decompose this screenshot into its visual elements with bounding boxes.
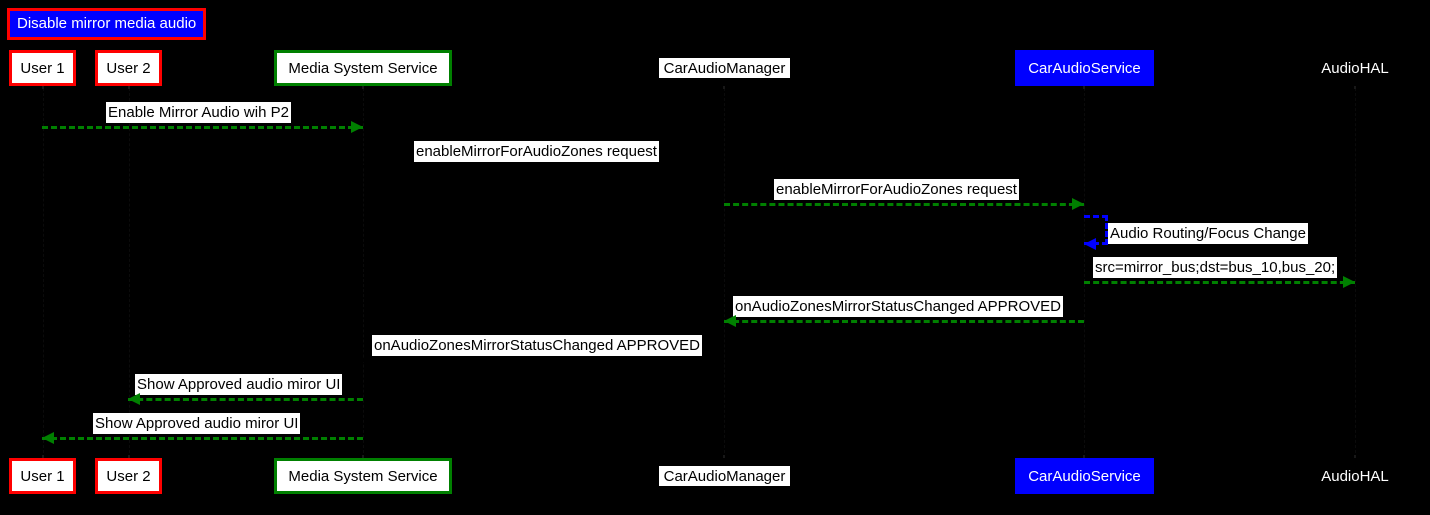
lifeline-carudiomanager bbox=[724, 88, 726, 458]
message-line-7 bbox=[363, 359, 724, 362]
lifeline-stub-audiohal bbox=[1354, 86, 1356, 89]
self-message-loop-4 bbox=[1084, 215, 1108, 245]
lifeline-stub-user1 bbox=[41, 455, 44, 458]
message-label-1: Enable Mirror Audio wih P2 bbox=[106, 102, 291, 123]
lifeline-stub-user2 bbox=[127, 455, 130, 458]
participant-label: User 1 bbox=[20, 59, 65, 77]
message-line-9 bbox=[42, 437, 363, 440]
participant-caraudioservice-header[interactable]: CarAudioService bbox=[1015, 50, 1154, 86]
message-line-2 bbox=[363, 165, 724, 168]
participant-label: Media System Service bbox=[288, 59, 438, 77]
lifeline-mediasystem bbox=[363, 88, 365, 458]
participant-mediasystem-header[interactable]: Media System Service bbox=[274, 50, 452, 86]
lifeline-audiohal bbox=[1355, 88, 1357, 458]
participant-label: AudioHAL bbox=[1321, 59, 1389, 77]
participant-label: Media System Service bbox=[288, 467, 438, 485]
participant-carudiomanager-footer[interactable]: CarAudioManager bbox=[659, 466, 790, 486]
lifeline-stub-carudiomanager bbox=[723, 86, 725, 89]
message-arrowhead-8 bbox=[128, 393, 140, 405]
lifeline-user2 bbox=[128, 88, 131, 458]
lifeline-stub-mediasystem bbox=[362, 455, 364, 458]
message-line-8 bbox=[128, 398, 363, 401]
message-arrowhead-5 bbox=[1343, 276, 1355, 288]
message-label-3: enableMirrorForAudioZones request bbox=[774, 179, 1019, 200]
participant-user2-footer[interactable]: User 2 bbox=[95, 458, 162, 494]
message-arrowhead-9 bbox=[42, 432, 54, 444]
message-label-8: Show Approved audio miror UI bbox=[135, 374, 343, 395]
participant-label: User 2 bbox=[106, 467, 151, 485]
message-label-4: Audio Routing/Focus Change bbox=[1108, 223, 1308, 244]
message-arrowhead-1 bbox=[351, 121, 363, 133]
participant-user2-header[interactable]: User 2 bbox=[95, 50, 162, 86]
self-message-arrowhead-4 bbox=[1084, 238, 1096, 250]
lifeline-stub-mediasystem bbox=[362, 86, 364, 89]
participant-label: CarAudioManager bbox=[663, 59, 786, 77]
participant-label: CarAudioService bbox=[1028, 59, 1141, 77]
participant-user1-header[interactable]: User 1 bbox=[9, 50, 76, 86]
diagram-title-badge: Disable mirror media audio bbox=[7, 8, 207, 40]
message-line-6 bbox=[724, 320, 1084, 323]
message-line-3 bbox=[724, 203, 1084, 206]
lifeline-stub-audiohal bbox=[1354, 455, 1356, 458]
message-line-1 bbox=[42, 126, 363, 129]
message-arrowhead-6 bbox=[724, 315, 736, 327]
lifeline-user1 bbox=[42, 88, 45, 458]
message-label-7: onAudioZonesMirrorStatusChanged APPROVED bbox=[372, 335, 703, 356]
participant-label: AudioHAL bbox=[1321, 467, 1389, 485]
participant-audiohal-header[interactable]: AudioHAL bbox=[1313, 58, 1397, 78]
message-arrowhead-3 bbox=[1072, 198, 1084, 210]
lifeline-stub-user1 bbox=[41, 86, 44, 89]
message-label-2: enableMirrorForAudioZones request bbox=[414, 141, 659, 162]
message-label-6: onAudioZonesMirrorStatusChanged APPROVED bbox=[733, 296, 1064, 317]
participant-mediasystem-footer[interactable]: Media System Service bbox=[274, 458, 452, 494]
lifeline-stub-caraudioservice bbox=[1083, 86, 1085, 89]
lifeline-stub-carudiomanager bbox=[723, 455, 725, 458]
participant-carudiomanager-header[interactable]: CarAudioManager bbox=[659, 58, 790, 78]
lifeline-stub-user2 bbox=[127, 86, 130, 89]
participant-audiohal-footer[interactable]: AudioHAL bbox=[1313, 466, 1397, 486]
participant-user1-footer[interactable]: User 1 bbox=[9, 458, 76, 494]
participant-label: User 2 bbox=[106, 59, 151, 77]
lifeline-caraudioservice bbox=[1084, 88, 1086, 458]
message-line-5 bbox=[1084, 281, 1355, 284]
message-label-5: src=mirror_bus;dst=bus_10,bus_20; bbox=[1093, 257, 1338, 278]
participant-label: User 1 bbox=[20, 467, 65, 485]
message-label-9: Show Approved audio miror UI bbox=[93, 413, 301, 434]
participant-label: CarAudioService bbox=[1028, 467, 1141, 485]
lifeline-stub-caraudioservice bbox=[1083, 455, 1085, 458]
participant-caraudioservice-footer[interactable]: CarAudioService bbox=[1015, 458, 1154, 494]
participant-label: CarAudioManager bbox=[663, 467, 786, 485]
